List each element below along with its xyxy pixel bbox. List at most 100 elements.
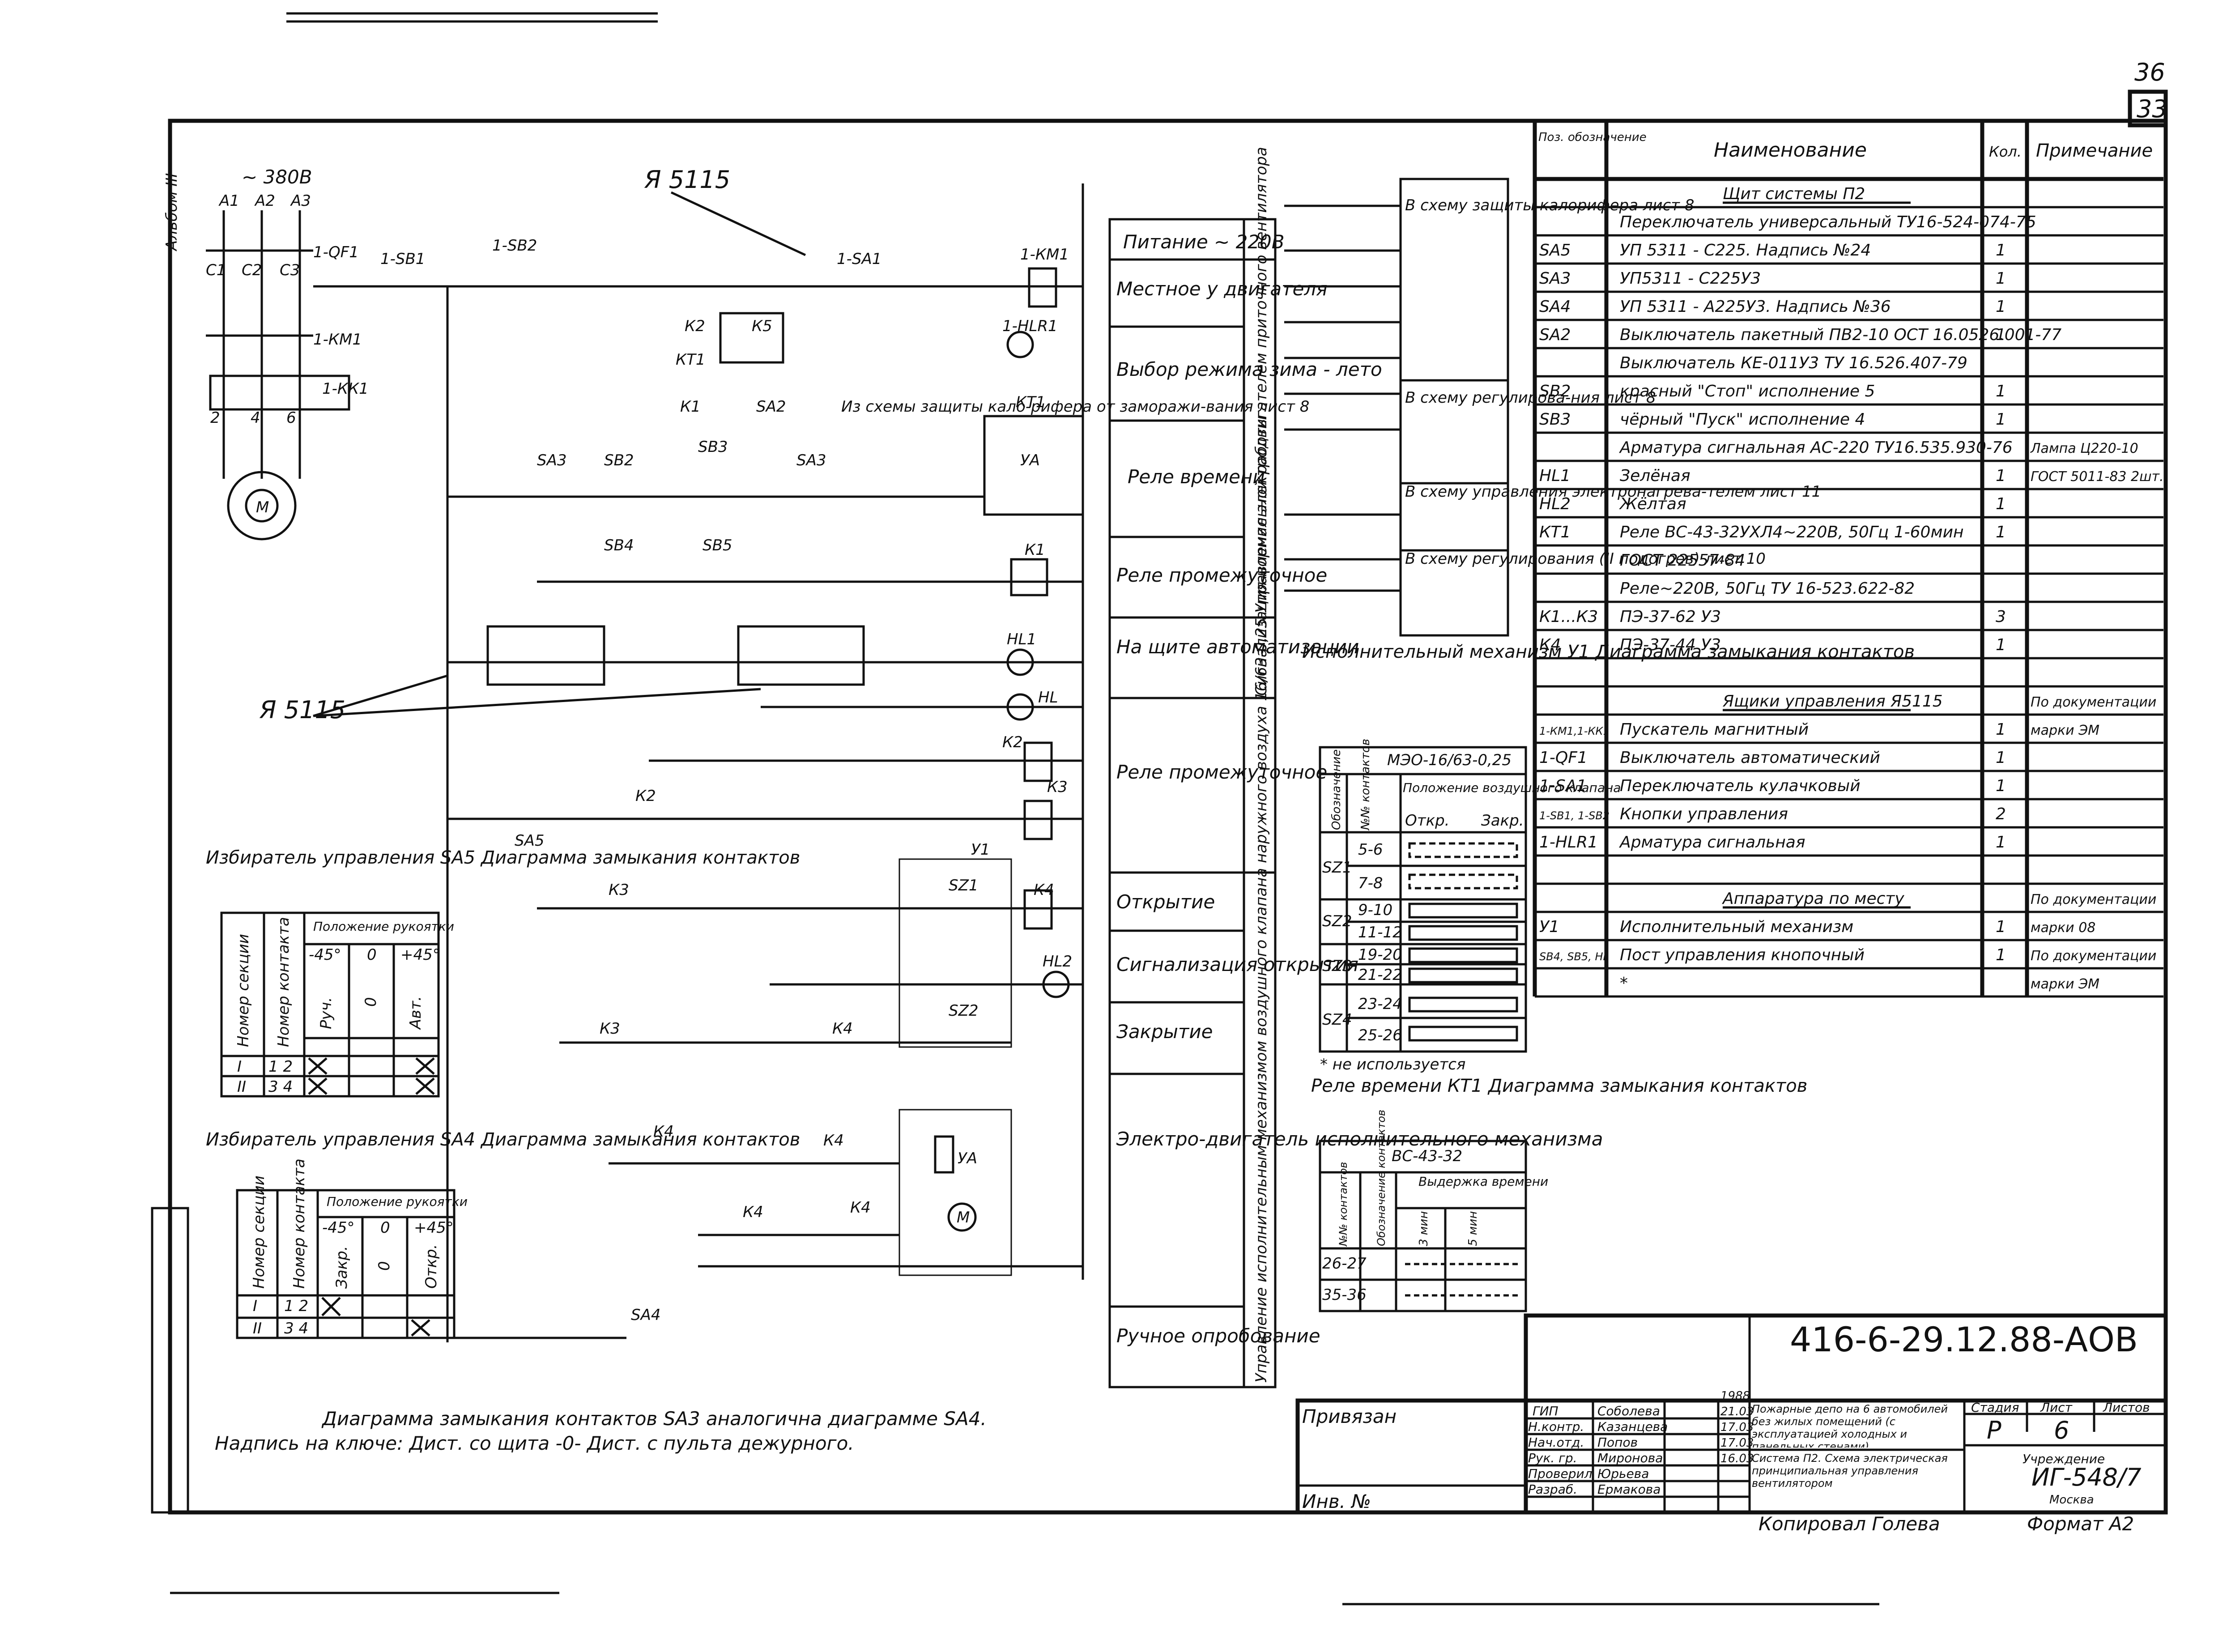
k2-coil-label: К2 <box>1002 733 1023 751</box>
org-label: Учреждение <box>2023 1452 2105 1466</box>
spec-row-note: марки 08 <box>2031 920 2095 936</box>
sa3-label-a: SA3 <box>537 451 566 469</box>
ref-heater-protection: В схему защиты калорифера лист 8 <box>1405 196 1695 214</box>
spec-row-name: чёрный "Пуск" исполнение 4 <box>1620 410 1865 429</box>
sheet-value: 6 <box>2054 1416 2069 1444</box>
k1-label-b: К1 <box>1025 541 1045 559</box>
name-popov: Попов <box>1597 1435 1638 1450</box>
spec-row-name: Переключатель универсальный ТУ16-524-074… <box>1620 213 2036 231</box>
spec-row-qty: 1 <box>1996 241 2006 260</box>
spec-row-qty: 1 <box>1996 382 2006 400</box>
sa1-contact-box <box>737 625 865 686</box>
block-open: Открытие <box>1116 891 1215 913</box>
spec-row-qty: 1 <box>1996 946 2006 964</box>
hl1-label: НL1 <box>1007 630 1036 648</box>
sa4-row1-section: I <box>253 1297 257 1315</box>
spec-row-note: ГОСТ 5011-83 2шт. <box>2031 469 2164 485</box>
kt1-label-b: КТ1 <box>1016 393 1046 411</box>
spec-row-note: По документации <box>2031 892 2156 907</box>
spec-row-name: ПЭ-37-44 У3 <box>1620 636 1721 654</box>
k3-contact-label: К3 <box>609 881 629 899</box>
motor-symbol <box>227 471 297 541</box>
actuator-col-position: Положение воздушного клапана <box>1403 780 1621 795</box>
spec-header-pos: Поз. обозначение <box>1538 131 1647 144</box>
sa5-col-position: Положение рукоятки <box>313 919 454 934</box>
sz1-group: SZ1 <box>1322 859 1352 877</box>
sz1-label: SZ1 <box>949 877 979 894</box>
spec-row-qty: 1 <box>1996 467 2006 485</box>
spec-row-qty: 1 <box>1996 410 2006 429</box>
spec-row-pos: 1-НLR1 <box>1539 833 1598 852</box>
binding-strip-2 <box>169 1207 189 1514</box>
svg-text:6: 6 <box>286 409 296 427</box>
actuator-model: МЭО-16/63-0,25 <box>1387 751 1512 769</box>
hlr1-label: 1-НLR1 <box>1002 317 1058 335</box>
block-intermediate-2: Реле промежуточное <box>1116 761 1327 783</box>
contacts-21-22: 21-22 <box>1358 966 1402 984</box>
title-description-1: Пожарные депо на 6 автомобилей без жилых… <box>1752 1403 1948 1448</box>
phase-a: А1 <box>218 192 239 210</box>
sheets-label: Листов <box>2103 1400 2150 1415</box>
contacts-5-6: 5-6 <box>1358 841 1383 859</box>
spec-row-pos: К1...К3 <box>1539 608 1598 626</box>
block-label-column: Питание ~ 220В Местное у двигателя Выбор… <box>1108 147 1603 1388</box>
page-number-top: 36 <box>2134 58 2165 86</box>
org-code: ИГ-548/7 <box>2031 1463 2142 1491</box>
sa5-pos-0: 0 <box>367 946 377 964</box>
spec-row-name: УП5311 - С225У3 <box>1620 269 1761 288</box>
spec-row-qty: 1 <box>1996 833 2006 852</box>
contacts-25-26: 25-26 <box>1358 1026 1402 1044</box>
breaker-label: 1-QF1 <box>313 243 359 261</box>
spec-header-note: Примечание <box>2036 141 2153 161</box>
actuator-close-label: Закр. <box>1481 812 1524 830</box>
motor-label: М <box>256 498 269 516</box>
block-intermediate: Реле промежуточное <box>1116 564 1327 586</box>
sa5-col-contact: Номер контакта <box>275 917 293 1047</box>
k4-label-d: К4 <box>823 1132 844 1150</box>
spec-row-pos: У1 <box>1539 918 1559 936</box>
spec-row-qty: 1 <box>1996 326 2006 344</box>
sheet-number: 33 <box>2137 95 2167 123</box>
title-description-2: Система П2. Схема электрическая принципи… <box>1752 1452 1948 1490</box>
sa4-row2-contacts: 3 4 <box>284 1320 308 1337</box>
block-open-signal: Сигнализация открытия <box>1116 954 1358 975</box>
sa2-label: SA2 <box>756 398 786 416</box>
sa4-col-position: Положение рукоятки <box>327 1194 468 1209</box>
sheet-frame <box>168 119 2168 1515</box>
hl2-lamp <box>1042 971 1070 998</box>
sa5-diagram-title: Избиратель управления SA5 Диаграмма замы… <box>206 847 800 868</box>
vertical-label-signal: Сигнализация нормальной работы <box>1252 416 1270 696</box>
contacts-9-10: 9-10 <box>1358 901 1392 919</box>
block-motor: Электро-двигатель исполнительного механи… <box>1116 1128 1603 1150</box>
spec-row-name: Кнопки управления <box>1620 805 1788 823</box>
k5-label: К5 <box>752 317 772 335</box>
inventory-label: Инв. № <box>1302 1490 1371 1512</box>
footnote-sa3: Диаграмма замыкания контактов SA3 аналог… <box>321 1408 987 1430</box>
spec-row-pos: SB2 <box>1539 382 1571 400</box>
svg-text:С2: С2 <box>242 261 262 279</box>
k4-contact-label: К4 <box>832 1020 853 1038</box>
sa4-mode-open: Откр. <box>422 1244 440 1289</box>
ref-second-heating: В схему регулирования (II подогрев) лист… <box>1405 550 1766 568</box>
hl1-lamp-symbol <box>1006 331 1034 358</box>
spec-section-title: Аппаратура по месту <box>1722 890 1904 908</box>
spec-row-qty: 1 <box>1996 636 2006 654</box>
timer-row-26-27: 26-27 <box>1322 1255 1367 1273</box>
vertical-label-actuator: Управление исполнительным механизмом воз… <box>1252 618 1270 1383</box>
spec-row-pos: 1-SA1 <box>1539 777 1587 795</box>
timer-model: ВС-43-32 <box>1392 1147 1462 1165</box>
spec-row-pos: SB3 <box>1539 410 1571 429</box>
sa4-pos-0: 0 <box>380 1219 390 1237</box>
actuator-note: * не используется <box>1320 1056 1465 1073</box>
stage-value: Р <box>1987 1416 2001 1444</box>
sb5-label: SB5 <box>703 536 732 554</box>
spec-row-note: По документации <box>2031 694 2156 710</box>
k3-coil-label: К3 <box>1047 778 1068 796</box>
hl1-lamp <box>1006 648 1034 676</box>
sb2-label-b: SB2 <box>604 451 634 469</box>
sz2-label: SZ2 <box>949 1002 979 1020</box>
sa4-pos-plus45: +45° <box>414 1219 454 1237</box>
copied-by: Копировал Голева <box>1759 1513 1940 1535</box>
role-razrab: Разраб. <box>1528 1482 1577 1497</box>
